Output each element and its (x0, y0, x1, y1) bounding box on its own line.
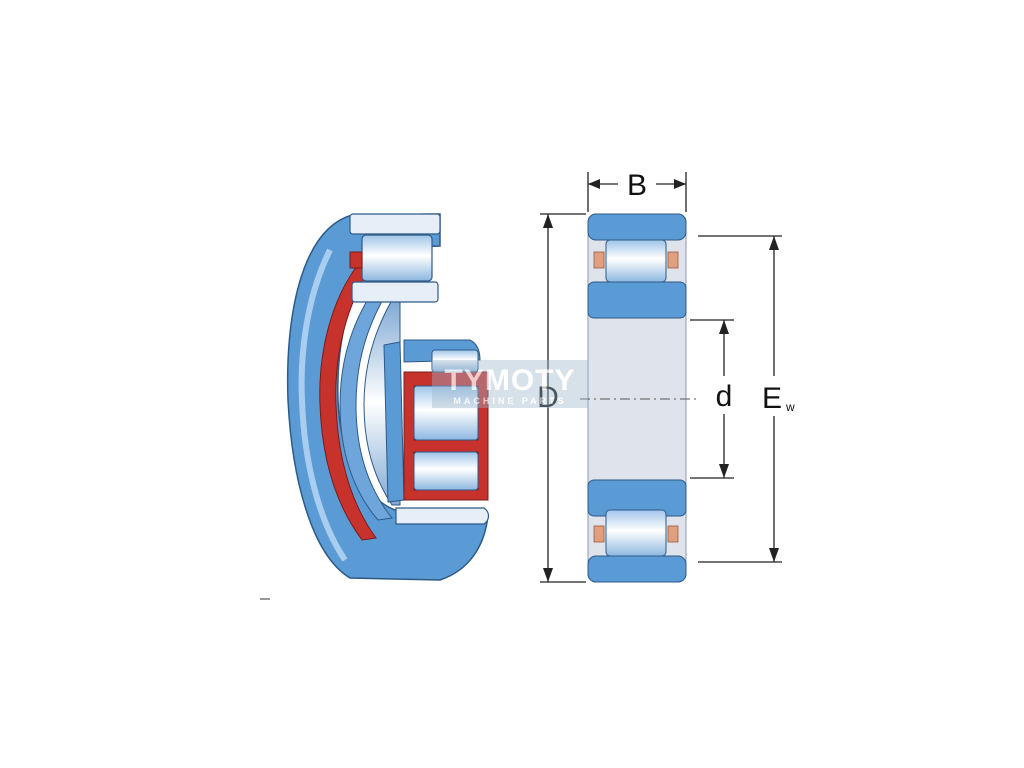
outer-ring-highlight (298, 248, 348, 562)
top-inner-ring (587, 281, 687, 319)
top-outer-ring (587, 213, 687, 241)
b-arrow-right (674, 179, 686, 189)
dimension-arrow-icon (540, 172, 782, 583)
ew-arrow-bottom (769, 548, 779, 562)
cut-roller-1 (413, 385, 479, 441)
bottom-section-roller (605, 509, 667, 557)
watermark-logo: TYMOTY MACHINE PARTS (432, 360, 588, 408)
bottom-flange (395, 507, 490, 525)
top-section-roller (605, 239, 667, 283)
label-width-b: B (627, 169, 647, 202)
b-arrow-left (588, 179, 600, 189)
d-outer-arrow-top (543, 214, 553, 228)
cut-roller-2 (413, 451, 479, 491)
d-bore-arrow-bottom (719, 464, 729, 478)
bearing-cross-section-icon (580, 213, 700, 583)
bottom-cage-left (593, 525, 605, 543)
label-raceway-sub: w (785, 400, 795, 414)
top-cage-right (667, 251, 679, 269)
label-outer-diameter: D (537, 381, 559, 414)
d-bore-arrow-top (719, 320, 729, 334)
label-bore-diameter: d (716, 380, 733, 413)
tiny-mark (260, 598, 270, 600)
watermark-brand: TYMOTY (445, 364, 576, 397)
ew-arrow-top (769, 236, 779, 250)
top-cage-tab (349, 251, 363, 269)
watermark-box (432, 360, 588, 408)
top-roller (361, 234, 433, 282)
cut-inner-wall (383, 341, 405, 503)
watermark-tagline: MACHINE PARTS (453, 396, 566, 406)
bearing-3d-cutaway-icon (260, 213, 490, 600)
top-lower-flange (351, 281, 439, 303)
label-raceway-main: E (762, 382, 782, 415)
top-flange (349, 213, 441, 235)
top-cage-left (593, 251, 605, 269)
d-outer-arrow-bottom (543, 568, 553, 582)
bottom-outer-ring (587, 555, 687, 583)
inner-ring (339, 279, 393, 521)
cut-roller-top (431, 349, 479, 373)
bottom-cage-right (667, 525, 679, 543)
cage-ring (319, 261, 377, 541)
